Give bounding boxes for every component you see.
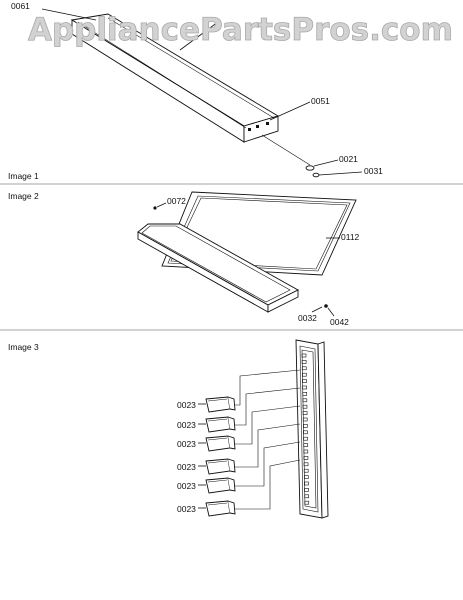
liner-rung xyxy=(303,468,309,473)
door-bins xyxy=(198,369,301,517)
assembly-line xyxy=(235,405,301,445)
assembly-line xyxy=(235,459,301,510)
liner-rung xyxy=(304,488,309,492)
leader-0031 xyxy=(318,171,363,176)
part-0021 xyxy=(305,165,315,171)
liner-rung xyxy=(302,398,308,403)
callout-0023-2: 0023 xyxy=(177,420,196,430)
liner-rung xyxy=(303,424,308,428)
liner-rung xyxy=(302,385,307,390)
assembly-line xyxy=(235,387,301,426)
rail-inner-line xyxy=(107,17,275,119)
callout-0072: 0072 xyxy=(167,196,186,206)
part-0031 xyxy=(312,172,320,178)
part-0042 xyxy=(324,304,328,308)
liner-rung xyxy=(302,379,307,383)
leader-0032 xyxy=(311,306,323,313)
callout-0042: 0042 xyxy=(330,317,349,327)
leader-part-top xyxy=(179,21,219,51)
rail-hole-3 xyxy=(266,122,269,125)
section-label-image-1: Image 1 xyxy=(8,171,39,181)
door-bin xyxy=(205,396,236,413)
liner-rung xyxy=(303,430,308,435)
liner-rung xyxy=(304,500,310,505)
door-rail-part xyxy=(70,13,280,143)
part-0072 xyxy=(153,206,157,210)
leader-0072 xyxy=(156,202,167,208)
liner-rung xyxy=(302,404,308,409)
liner-rung xyxy=(303,443,308,447)
assembly-line xyxy=(235,369,301,406)
callout-0021: 0021 xyxy=(339,154,358,164)
liner-rung xyxy=(303,436,308,441)
liner-rung xyxy=(302,417,308,422)
liner-rung xyxy=(304,481,309,486)
liner-side xyxy=(317,341,329,519)
liner-rung xyxy=(304,494,309,499)
callout-0051: 0051 xyxy=(311,96,330,106)
section-label-image-3: Image 3 xyxy=(8,342,39,352)
liner-rung xyxy=(303,462,309,467)
callout-0061: 0061 xyxy=(11,1,30,11)
liner-rung xyxy=(301,360,307,364)
rail-end-face xyxy=(243,115,279,143)
callout-0023-1: 0023 xyxy=(177,400,196,410)
callout-0023-3: 0023 xyxy=(177,439,196,449)
assembly-line xyxy=(235,423,301,468)
watermark: AppliancePartsPros.com xyxy=(28,12,453,48)
frame-inner-edge xyxy=(141,225,291,303)
frame-end-face xyxy=(267,289,299,313)
rail-hole-2 xyxy=(256,125,259,128)
liner-rung xyxy=(303,456,309,460)
rail-edge-line xyxy=(77,21,247,129)
door-bin xyxy=(205,416,236,433)
liner-rung xyxy=(301,353,307,358)
callout-0031: 0031 xyxy=(364,166,383,176)
callout-0112: 0112 xyxy=(341,232,360,242)
door-bin xyxy=(205,500,236,517)
screw-axis-line xyxy=(261,134,311,166)
rail-hole-1 xyxy=(248,128,251,131)
liner-rung xyxy=(303,449,309,454)
liner-inner xyxy=(299,345,319,513)
leader-0021 xyxy=(313,159,339,167)
assembly-line xyxy=(235,441,301,487)
liner-rung xyxy=(302,411,308,415)
door-bin xyxy=(205,458,236,475)
leader-0042 xyxy=(327,307,335,317)
section-label-image-2: Image 2 xyxy=(8,191,39,201)
liner-rung xyxy=(301,366,307,371)
liner-rungs xyxy=(301,353,310,505)
leader-0051 xyxy=(269,101,311,121)
liner-inner-2 xyxy=(301,349,317,509)
door-liner-part xyxy=(295,339,329,519)
door-frame-part xyxy=(137,223,299,313)
callout-0032: 0032 xyxy=(298,313,317,323)
callout-0023-6: 0023 xyxy=(177,504,196,514)
callout-0023-5: 0023 xyxy=(177,481,196,491)
leader-0061 xyxy=(41,8,97,21)
door-bin xyxy=(205,435,236,452)
liner-rung xyxy=(303,475,309,479)
callout-0023-4: 0023 xyxy=(177,462,196,472)
liner-rung xyxy=(302,392,308,396)
liner-rung xyxy=(302,372,307,377)
door-bin xyxy=(205,477,236,494)
